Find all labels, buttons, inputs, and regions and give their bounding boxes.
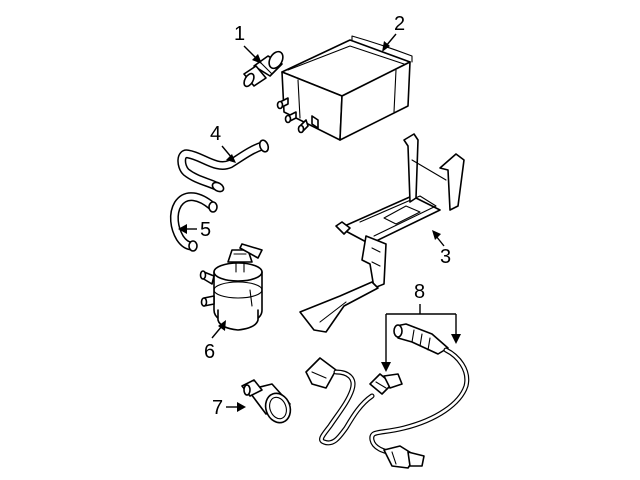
canister-port-2 [284,111,297,124]
callout-3: 3 [432,230,451,268]
part-8-sensor-left [305,357,403,446]
callout-7-number: 7 [212,397,223,419]
part-4-hose [177,139,270,193]
part-1-valve [243,50,284,88]
callout-6-number: 6 [204,341,215,363]
part-6-pump [199,243,263,331]
callout-5-number: 5 [200,219,211,241]
callout-8: 8 [381,281,461,372]
canister-port-1 [276,97,289,110]
part-8-sensor-right [369,323,470,469]
part-3-bracket [299,133,465,333]
callout-2-number: 2 [394,13,405,35]
callout-4: 4 [210,123,236,163]
callout-7: 7 [212,397,246,419]
part-5-hose [169,192,218,252]
callout-1-number: 1 [234,23,245,45]
callout-1: 1 [234,23,262,64]
callout-8-number: 8 [414,281,425,303]
callout-4-number: 4 [210,123,221,145]
canister-port-3 [297,115,319,134]
callout-2: 2 [382,13,405,52]
callout-6: 6 [204,320,226,363]
callout-5: 5 [178,219,211,241]
part-2-canister [276,35,413,141]
part-7-sensor [241,379,292,424]
callout-3-number: 3 [440,246,451,268]
